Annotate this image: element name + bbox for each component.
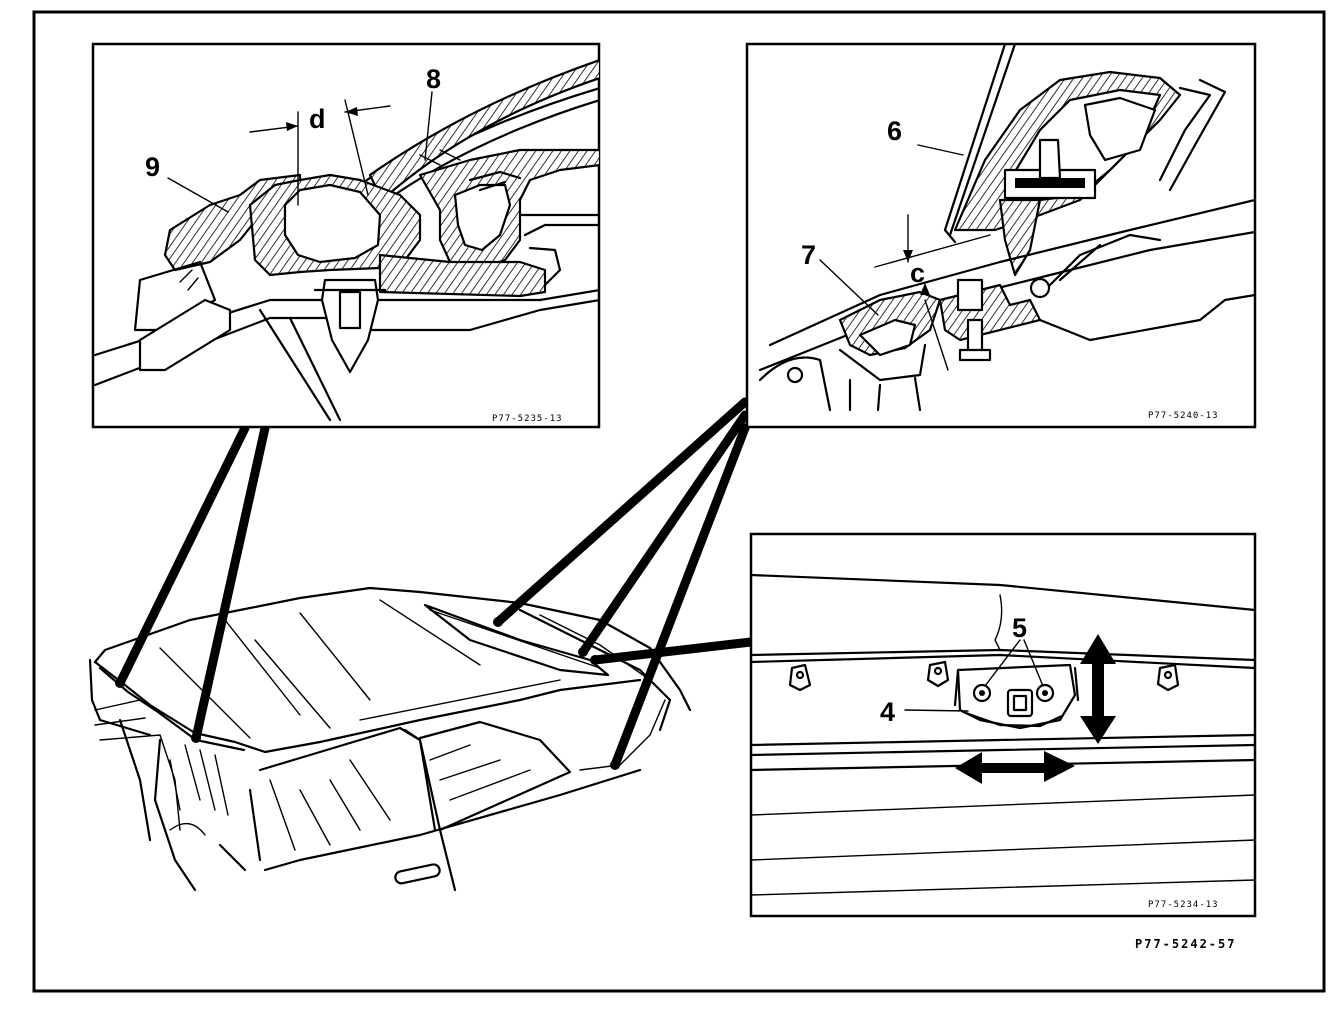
callout-5: 5 xyxy=(1012,613,1027,643)
leader-lines xyxy=(115,397,756,770)
outer-frame xyxy=(32,10,1326,993)
double-arrow-horizontal-icon xyxy=(955,751,1075,784)
inset-bottom-right: 5 4 P77-5234-13 xyxy=(749,532,1257,918)
inset-code-bottom-right: P77-5234-13 xyxy=(1148,900,1219,910)
callout-8: 8 xyxy=(426,64,441,94)
callout-d: d xyxy=(309,104,326,134)
callout-4: 4 xyxy=(880,697,895,727)
callout-7: 7 xyxy=(801,240,816,270)
figure-id: P77-5242-57 xyxy=(1135,937,1236,951)
inset-code-top-right: P77-5240-13 xyxy=(1148,411,1219,421)
double-arrow-vertical-icon xyxy=(1080,634,1116,744)
inset-top-left: 9 8 d P77-5235-13 xyxy=(91,42,601,429)
inset-code-top-left: P77-5235-13 xyxy=(492,414,563,424)
callout-c: c xyxy=(910,258,925,288)
inset-top-right: 6 7 c P77-5240-13 xyxy=(745,42,1257,429)
callout-6: 6 xyxy=(887,116,902,146)
car-overview-drawing xyxy=(88,586,692,892)
callout-9: 9 xyxy=(145,152,160,182)
